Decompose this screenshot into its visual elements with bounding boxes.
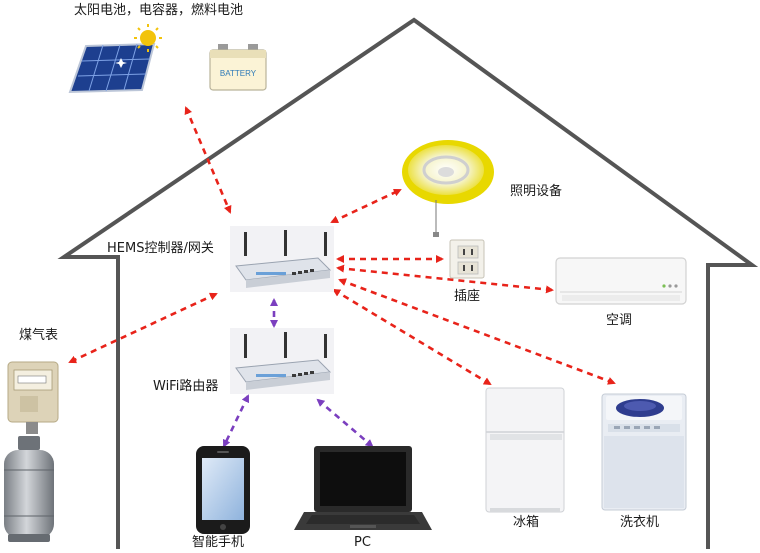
power-outlet-icon xyxy=(449,239,485,279)
washing-machine-icon xyxy=(601,393,687,511)
smartphone-label: 智能手机 xyxy=(192,535,245,550)
aircon-label: 空调 xyxy=(606,313,633,328)
laptop-icon xyxy=(294,446,432,530)
fridge-label: 冰箱 xyxy=(513,515,540,530)
house-outline xyxy=(57,17,759,549)
smartphone-icon xyxy=(196,446,250,534)
refrigerator-icon xyxy=(485,387,565,513)
link-hems-gasmeter xyxy=(68,292,218,364)
gas-meter-icon xyxy=(7,361,59,434)
gas-cylinder-icon xyxy=(4,436,54,542)
solar-panel-icon xyxy=(68,42,156,94)
outlet-label: 插座 xyxy=(454,289,481,304)
hems-controller-icon xyxy=(230,226,334,292)
battery-text: BATTERY xyxy=(220,69,257,78)
pc-label: PC xyxy=(354,535,371,550)
link-router-phone xyxy=(222,394,250,448)
gas-meter-label: 煤气表 xyxy=(19,328,59,343)
hems-controller-label: HEMS控制器/网关 xyxy=(107,241,214,256)
sun-icon xyxy=(134,24,162,52)
lighting-label: 照明设备 xyxy=(510,184,563,199)
air-conditioner-icon xyxy=(555,257,687,305)
ceiling-light-icon xyxy=(402,140,494,237)
link-energy-hems xyxy=(184,106,232,214)
energy-sources-label: 太阳电池，电容器，燃料电池 xyxy=(74,3,244,18)
link-router-pc xyxy=(316,398,374,448)
wifi-router-icon xyxy=(230,328,334,394)
washer-label: 洗衣机 xyxy=(620,515,660,530)
battery-icon: BATTERY xyxy=(209,44,267,91)
wifi-router-label: WiFi路由器 xyxy=(153,379,219,394)
link-hems-lighting xyxy=(330,188,402,224)
link-hems-fridge xyxy=(332,288,492,386)
link-hems-aircon xyxy=(336,264,554,294)
